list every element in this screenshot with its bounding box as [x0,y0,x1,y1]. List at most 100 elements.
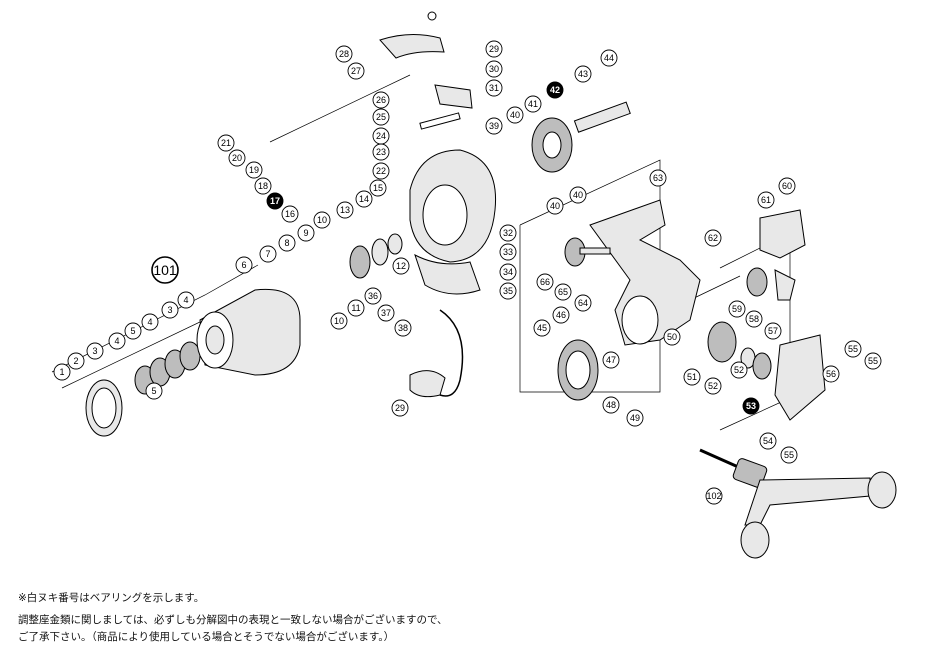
callout-circle [336,201,354,219]
callout-43: 43 [574,65,592,83]
callout-label: 52 [708,381,718,391]
callout-6: 6 [235,256,253,274]
callout-label: 21 [221,138,231,148]
callout-label: 41 [528,99,538,109]
callout-4: 4 [108,332,126,350]
part-worm-shaft-gear [531,101,631,173]
callout-45: 45 [533,319,551,337]
callout-circle [86,342,104,360]
callout-circle [730,361,748,379]
callout-40: 40 [546,197,564,215]
callout-circle [245,161,263,179]
callout-circle [704,229,722,247]
callout-circle [161,301,179,319]
callout-14: 14 [355,190,373,208]
callout-label: 52 [734,365,744,375]
callout-label: 34 [503,267,513,277]
callout-label: 40 [550,201,560,211]
callout-circle [228,149,246,167]
callout-44: 44 [600,49,618,67]
callout-label: 5 [130,326,135,336]
callout-label: 40 [573,190,583,200]
part-rotor [409,149,497,295]
disclaimer-line-1: 調整座金類に関しましては、必ずしも分解図中の表現と一致しない場合がございますので… [18,614,448,626]
callout-63: 63 [649,169,667,187]
callout-label: 2 [73,356,78,366]
callout-circle [728,300,746,318]
callout-circle [372,127,390,145]
callout-65: 65 [554,283,572,301]
callout-5: 5 [145,382,163,400]
callout-circle [145,382,163,400]
callout-label: 11 [351,303,360,313]
callout-circle [524,95,542,113]
callout-label: 14 [359,194,369,204]
callout-circle [844,340,862,358]
callout-38: 38 [394,319,412,337]
callout-circle [569,186,587,204]
callout-circle [764,322,782,340]
callout-circle [372,162,390,180]
callout-label: 19 [249,165,259,175]
callout-label: 55 [784,450,794,460]
callout-label: 28 [339,49,349,59]
callout-label: 10 [317,215,327,225]
callout-35: 35 [499,282,517,300]
callout-20: 20 [228,149,246,167]
callout-label: 64 [578,298,588,308]
callout-circle [313,211,331,229]
callout-40: 40 [506,106,524,124]
callout-circle [546,197,564,215]
callout-label: 8 [284,238,289,248]
callout-54: 54 [759,432,777,450]
callout-52: 52 [704,377,722,395]
callout-label: 60 [782,181,792,191]
callout-32: 32 [499,224,517,242]
callout-22: 22 [372,162,390,180]
callout-label: 37 [381,308,391,318]
callout-3: 3 [161,301,179,319]
callout-label: 54 [763,436,773,446]
callout-9: 9 [297,224,315,242]
callout-25: 25 [372,108,390,126]
callout-circle [602,351,620,369]
callout-circle [372,91,390,109]
callout-circle [704,377,722,395]
part-drag-washers [134,341,201,395]
part-bail-arm-top [379,11,445,59]
callout-circle [485,117,503,135]
callout-circle [355,190,373,208]
callout-circle [546,81,564,99]
callout-circle [499,282,517,300]
callout-label: 45 [537,323,547,333]
callout-18: 18 [254,177,272,195]
callout-label: 25 [376,112,386,122]
callout-circle [742,397,760,415]
callout-1: 1 [53,363,71,381]
callout-circle [499,243,517,261]
callout-label: 26 [376,95,386,105]
callout-37: 37 [377,304,395,322]
part-handle-knob-left [85,379,123,437]
callout-30: 30 [485,60,503,78]
callout-label: 32 [503,228,513,238]
callout-circle [151,256,179,284]
callout-circle [506,106,524,124]
callout-circle [281,205,299,223]
callout-label: 13 [340,205,350,215]
callout-12: 12 [392,257,410,275]
callout-circle [330,312,348,330]
callout-circle [177,291,195,309]
callout-label: 51 [687,372,697,382]
callout-label: 3 [167,305,172,315]
callout-circle [626,409,644,427]
callout-circle [364,287,382,305]
callout-circle [757,191,775,209]
assembly-brackets [51,74,791,431]
callout-label: 55 [848,344,858,354]
callout-circle [759,432,777,450]
callout-circle [683,368,701,386]
callout-label: 33 [503,247,513,257]
callout-60: 60 [778,177,796,195]
callout-circle [533,319,551,337]
